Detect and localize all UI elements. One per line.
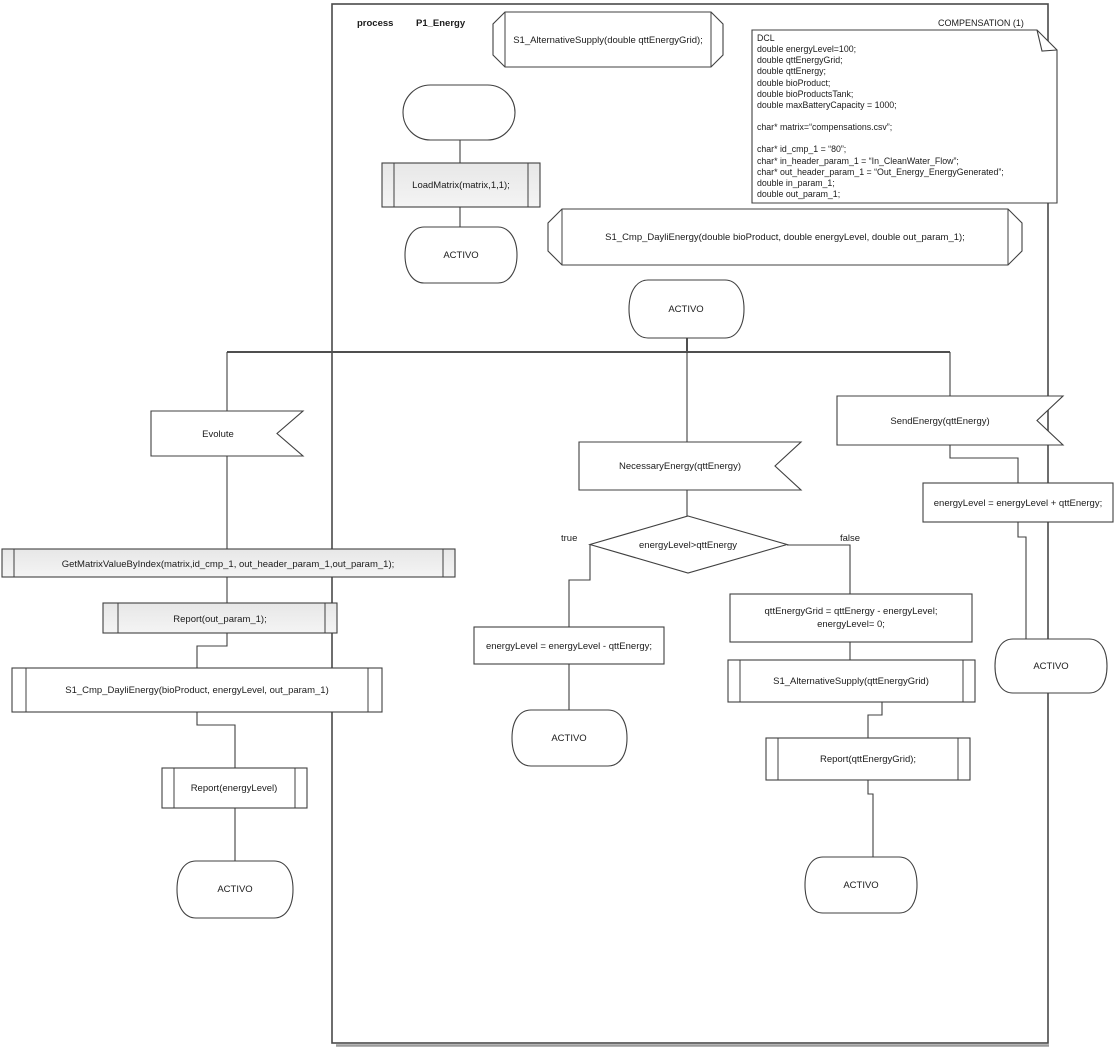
state-outline (176, 860, 294, 919)
input-label: SendEnergy(qttEnergy) (890, 416, 989, 427)
connector-true-branch (568, 545, 591, 627)
connector (949, 445, 1019, 483)
connector (867, 780, 874, 857)
dcl-line: char* matrix=“compensations.csv”; (757, 122, 892, 132)
state-label: ACTIVO (843, 880, 878, 891)
proc-load-matrix[interactable]: LoadMatrix(matrix,1,1); (381, 162, 541, 208)
connector (196, 633, 228, 668)
proc-outline (381, 162, 541, 208)
proc-report-energy-level[interactable]: Report(energyLevel) (161, 767, 308, 809)
dcl-line: double maxBatteryCapacity = 1000; (757, 100, 897, 110)
dcl-line: double out_param_1; (757, 189, 840, 199)
dcl-note-outline (751, 29, 1058, 204)
connector-false-branch (787, 544, 851, 594)
state-label: ACTIVO (217, 884, 252, 895)
dcl-note-fold-icon (1036, 29, 1058, 52)
diagram-title: COMPENSATION (1) (938, 18, 1024, 28)
dcl-line: double energyLevel=100; (757, 44, 856, 54)
input-send-energy[interactable]: SendEnergy(qttEnergy) (836, 395, 1065, 446)
dcl-line: double qttEnergy; (757, 66, 826, 76)
proc-outline (102, 602, 338, 634)
decision-energy-level[interactable]: energyLevel>qttEnergy (588, 515, 789, 574)
input-label: NecessaryEnergy(qttEnergy) (619, 461, 741, 472)
dcl-line: char* out_header_param_1 = “Out_Energy_E… (757, 167, 1004, 177)
task-outline (473, 626, 665, 665)
dcl-line: double qttEnergyGrid; (757, 55, 843, 65)
connector (867, 702, 883, 738)
dcl-line: char* id_cmp_1 = “80”; (757, 144, 846, 154)
state-activo-false[interactable]: ACTIVO (804, 856, 918, 914)
task-outline (922, 482, 1114, 523)
start-node[interactable] (402, 84, 516, 141)
proc-cmp-dayli-call[interactable]: S1_Cmp_DayliEnergy(bioProduct, energyLev… (11, 667, 383, 713)
state-outline (511, 709, 628, 767)
state-outline (804, 856, 918, 914)
dcl-line: double bioProductsTank; (757, 89, 853, 99)
state-label: ACTIVO (443, 250, 478, 261)
proc-get-matrix-value[interactable]: GetMatrixValueByIndex(matrix,id_cmp_1, o… (1, 548, 456, 578)
signal-decl-alt-supply[interactable]: S1_AlternativeSupply(double qttEnergyGri… (492, 11, 724, 68)
task-label-line1: qttEnergyGrid = qttEnergy - energyLevel; (765, 606, 938, 617)
state-activo-true[interactable]: ACTIVO (511, 709, 628, 767)
state-activo-right[interactable]: ACTIVO (994, 638, 1108, 694)
decision-label: energyLevel>qttEnergy (639, 540, 737, 551)
decision-outline (588, 515, 789, 574)
dcl-line: double in_param_1; (757, 178, 835, 188)
dcl-line: DCL (757, 33, 775, 43)
state-activo-top[interactable]: ACTIVO (404, 226, 518, 284)
process-keyword-label: process (357, 18, 393, 29)
signal-decl-label: S1_Cmp_DayliEnergy(double bioProduct, do… (605, 232, 965, 243)
task-qtt-energy-grid[interactable]: qttEnergyGrid = qttEnergy - energyLevel;… (729, 593, 973, 643)
task-energy-minus[interactable]: energyLevel = energyLevel - qttEnergy; (473, 626, 665, 665)
proc-outline (727, 659, 976, 703)
proc-label: S1_Cmp_DayliEnergy(bioProduct, energyLev… (65, 685, 329, 696)
proc-label: GetMatrixValueByIndex(matrix,id_cmp_1, o… (62, 559, 395, 570)
state-label: ACTIVO (668, 304, 703, 315)
proc-outline (161, 767, 308, 809)
state-outline (994, 638, 1108, 694)
state-label: ACTIVO (1033, 661, 1068, 672)
process-name-label: P1_Energy (416, 18, 466, 29)
label-false: false (840, 533, 860, 544)
label-true: true (561, 533, 577, 544)
task-label: energyLevel = energyLevel + qttEnergy; (934, 498, 1102, 509)
state-outline (404, 226, 518, 284)
state-label: ACTIVO (551, 733, 586, 744)
process-frame (331, 3, 1049, 1044)
input-outline (578, 441, 803, 491)
input-label: Evolute (202, 429, 234, 440)
dcl-line: double bioProduct; (757, 78, 830, 88)
task-outline (729, 593, 973, 643)
task-label-line2: energyLevel= 0; (817, 619, 885, 630)
proc-report-out-param[interactable]: Report(out_param_1); (102, 602, 338, 634)
task-label: energyLevel = energyLevel - qttEnergy; (486, 641, 652, 652)
input-evolute[interactable]: Evolute (150, 410, 305, 457)
input-outline (150, 410, 305, 457)
proc-report-qtt-grid[interactable]: Report(qttEnergyGrid); (765, 737, 971, 781)
connector (1017, 522, 1027, 639)
task-energy-plus[interactable]: energyLevel = energyLevel + qttEnergy; (922, 482, 1114, 523)
proc-label: Report(out_param_1); (173, 614, 266, 625)
proc-label: Report(energyLevel) (191, 783, 278, 794)
connector (196, 712, 236, 768)
proc-label: S1_AlternativeSupply(qttEnergyGrid) (773, 676, 929, 687)
state-activo-main[interactable]: ACTIVO (628, 279, 745, 339)
dcl-line: char* in_header_param_1 = “In_CleanWater… (757, 156, 959, 166)
signal-decl-label: S1_AlternativeSupply(double qttEnergyGri… (513, 35, 703, 46)
proc-outline (11, 667, 383, 713)
proc-outline (1, 548, 456, 578)
proc-label: LoadMatrix(matrix,1,1); (412, 180, 510, 191)
input-necessary-energy[interactable]: NecessaryEnergy(qttEnergy) (578, 441, 803, 491)
dcl-note[interactable]: DCL double energyLevel=100; double qttEn… (751, 29, 1058, 204)
proc-label: Report(qttEnergyGrid); (820, 754, 916, 765)
proc-alt-supply-call[interactable]: S1_AlternativeSupply(qttEnergyGrid) (727, 659, 976, 703)
signal-decl-cmp-dayli[interactable]: S1_Cmp_DayliEnergy(double bioProduct, do… (547, 208, 1023, 266)
input-outline (836, 395, 1065, 446)
state-outline (628, 279, 745, 339)
state-activo-left[interactable]: ACTIVO (176, 860, 294, 919)
proc-outline (765, 737, 971, 781)
